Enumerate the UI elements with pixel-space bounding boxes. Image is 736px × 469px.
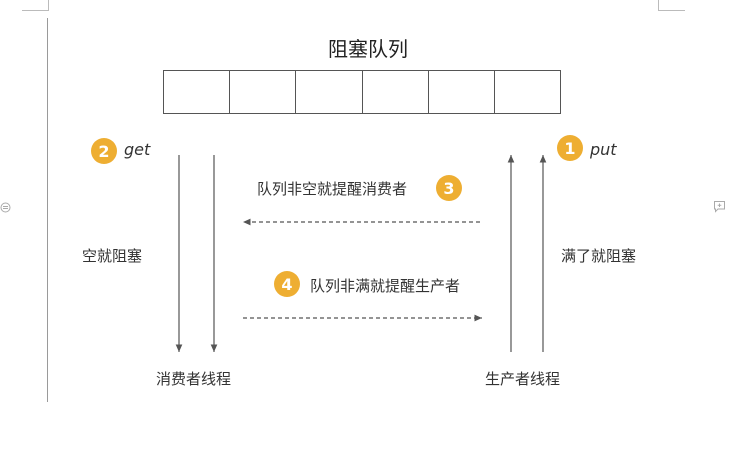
consumer-thread-label: 消费者线程 bbox=[156, 370, 232, 388]
notify-producer-label: 队列非满就提醒生产者 bbox=[310, 277, 461, 295]
queue-slot bbox=[296, 71, 363, 113]
notify-consumer-label: 队列非空就提醒消费者 bbox=[257, 180, 408, 198]
producer-block-label: 满了就阻塞 bbox=[561, 247, 637, 265]
producer-thread-label: 生产者线程 bbox=[485, 370, 561, 388]
get-operation-label: get bbox=[124, 140, 151, 159]
document-margin-line bbox=[47, 18, 48, 402]
diagram-title: 阻塞队列 bbox=[328, 37, 408, 61]
queue-slot bbox=[363, 71, 429, 113]
put-operation-label: put bbox=[590, 140, 617, 159]
queue-slot bbox=[230, 71, 297, 113]
step-1-badge: 1 bbox=[557, 135, 583, 161]
step-2-badge: 2 bbox=[91, 138, 117, 164]
step-4-badge: 4 bbox=[274, 271, 300, 297]
consumer-block-label: 空就阻塞 bbox=[82, 247, 143, 265]
queue-slot bbox=[164, 71, 231, 113]
collapse-circle-icon[interactable] bbox=[0, 202, 11, 216]
comment-icon[interactable] bbox=[713, 200, 726, 216]
queue-slot bbox=[429, 71, 495, 113]
step-3-badge: 3 bbox=[436, 175, 462, 201]
corner-mark-top-right bbox=[658, 0, 685, 11]
queue-box bbox=[163, 70, 561, 114]
corner-mark-top-left bbox=[22, 0, 49, 11]
